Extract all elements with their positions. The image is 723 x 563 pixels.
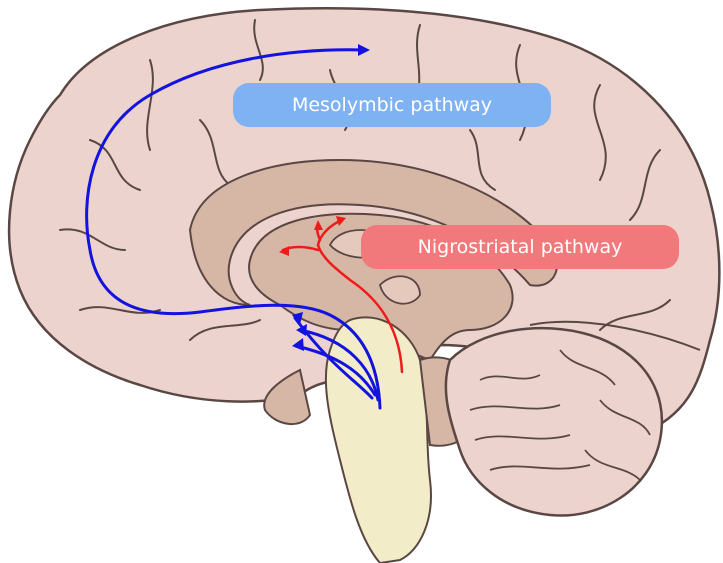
mesolymbic-label-text: Mesolymbic pathway — [292, 94, 492, 116]
nigrostriatal-label: Nigrostriatal pathway — [361, 225, 679, 269]
mesolymbic-label: Mesolymbic pathway — [233, 83, 551, 127]
nigrostriatal-label-text: Nigrostriatal pathway — [418, 236, 623, 258]
cerebellum — [446, 328, 662, 515]
brainstem — [326, 317, 431, 563]
